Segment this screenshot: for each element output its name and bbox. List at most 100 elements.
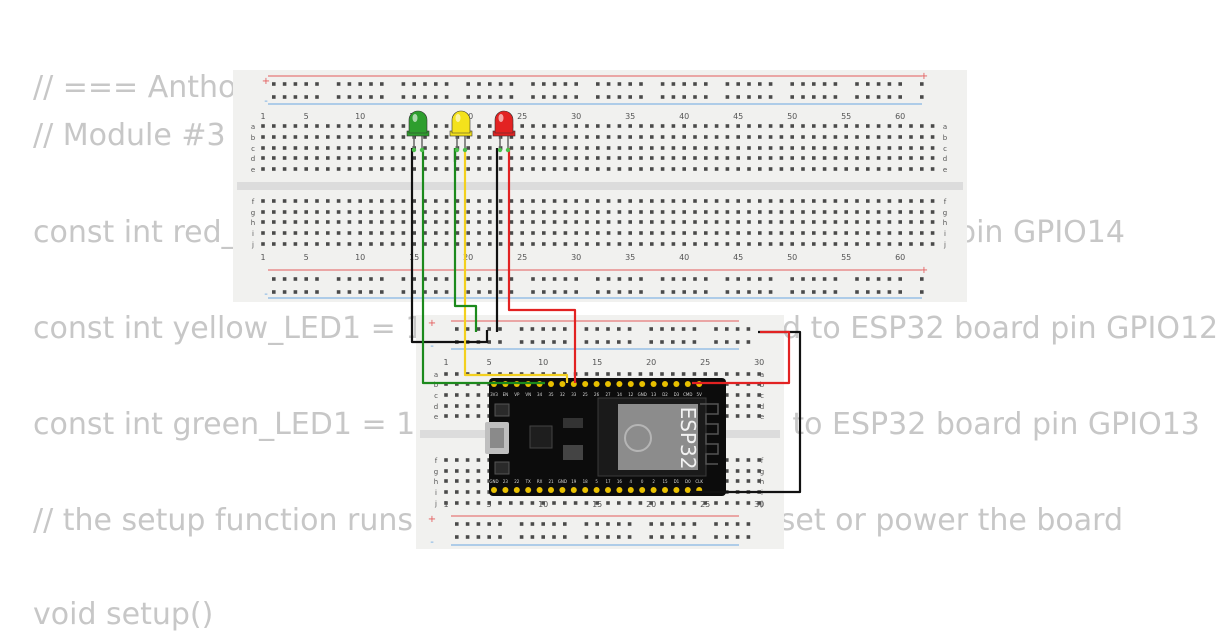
hole [660, 82, 665, 86]
hole [725, 414, 729, 418]
hole [380, 124, 384, 128]
pin-label: GND [489, 479, 498, 484]
hole [736, 210, 740, 214]
row-letter: e [943, 166, 947, 174]
hole [552, 277, 557, 281]
pin-label: D2 [662, 392, 668, 397]
hole [596, 156, 600, 160]
hole [552, 535, 556, 539]
led-dome [408, 110, 428, 134]
hole [660, 535, 664, 539]
hole [390, 231, 395, 235]
hole [693, 199, 697, 203]
breadboard-holes [261, 82, 935, 294]
hole [628, 242, 632, 246]
hole [272, 290, 276, 294]
hole [531, 146, 535, 150]
hole [498, 199, 503, 203]
hole [682, 167, 686, 171]
hole [315, 124, 319, 128]
hole [488, 210, 492, 214]
hole [444, 231, 449, 235]
pin-label: 12 [628, 392, 634, 397]
pin [662, 381, 668, 387]
hole [790, 167, 794, 171]
hole [812, 242, 816, 246]
hole [563, 135, 568, 139]
pin [513, 487, 520, 493]
hole [293, 135, 298, 139]
hole [401, 277, 406, 281]
hole [423, 231, 427, 235]
row-letter: e [434, 413, 438, 421]
hole [866, 199, 870, 203]
hole [725, 340, 729, 344]
hole [920, 167, 924, 171]
hole [855, 210, 859, 214]
hole [758, 277, 762, 281]
row-letter: a [760, 371, 764, 379]
breadboard-top[interactable]: 1155101015152020252530303535404045455050… [233, 70, 967, 302]
hole [369, 135, 373, 139]
hole [455, 327, 459, 331]
hole [736, 290, 740, 294]
hole [639, 277, 643, 281]
hole [898, 199, 902, 203]
hole [660, 290, 665, 294]
pin [582, 487, 589, 493]
hole [584, 522, 589, 526]
hole [574, 146, 578, 150]
hole [639, 135, 643, 139]
hole [725, 220, 730, 224]
hole [736, 199, 740, 203]
hole [606, 290, 611, 294]
hole [650, 146, 654, 150]
hole [293, 82, 298, 86]
hole [920, 124, 924, 128]
hole [930, 167, 935, 171]
hole [692, 340, 697, 344]
hole [519, 327, 524, 331]
hole [617, 522, 621, 526]
hole [801, 95, 805, 99]
hole [358, 220, 362, 224]
pin-label: GND [638, 392, 647, 397]
pin-label: 27 [605, 392, 611, 397]
hole [627, 372, 632, 376]
hole [898, 95, 902, 99]
column-number: 10 [538, 500, 548, 509]
hole [465, 458, 470, 462]
esp32-board[interactable]: 3V3GNDEN23VP22VNTX34RX352132GND331925182… [485, 378, 726, 496]
hole [822, 290, 827, 294]
hole [779, 231, 784, 235]
hole [725, 372, 729, 376]
hole [358, 146, 362, 150]
hole [477, 210, 481, 214]
hole [692, 522, 697, 526]
hole [465, 490, 470, 494]
hole [887, 146, 892, 150]
hole [574, 135, 578, 139]
hole [380, 231, 384, 235]
hole [833, 156, 838, 160]
hole [584, 327, 589, 331]
hole [628, 135, 632, 139]
hole [444, 124, 449, 128]
hole [596, 135, 600, 139]
hole [682, 82, 686, 86]
center-channel [237, 182, 963, 190]
hole [315, 146, 319, 150]
hole [735, 372, 740, 376]
hole [866, 242, 870, 246]
hole [822, 242, 827, 246]
hole [477, 146, 481, 150]
hole [628, 82, 632, 86]
leds[interactable] [406, 110, 516, 153]
hole [563, 277, 568, 281]
hole [477, 156, 481, 160]
hole [520, 156, 524, 160]
hole [822, 124, 827, 128]
hole [596, 95, 600, 99]
hole [920, 277, 924, 281]
